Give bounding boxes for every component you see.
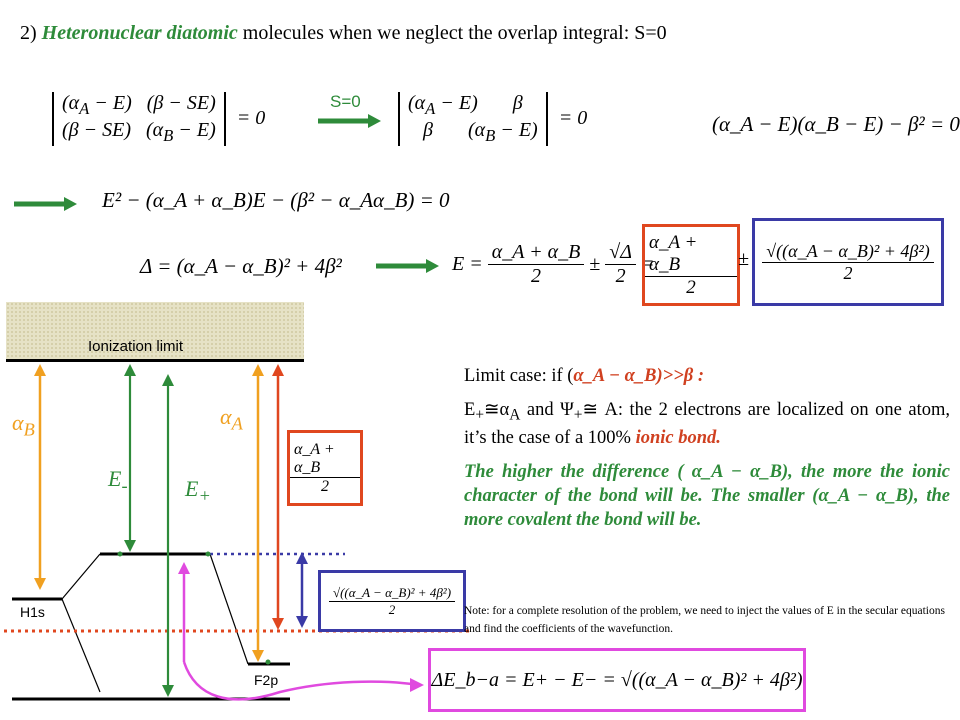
equation-5: Δ = (α_A − α_B)² + 4β² bbox=[140, 254, 342, 278]
explanation-panel: Limit case: if (α_A − α_B)>>β : E+≅αA an… bbox=[464, 364, 950, 532]
ionization-line bbox=[6, 359, 304, 362]
determinant-1: (αA − E) (β − SE) (β − SE) (αB − E) = 0 bbox=[52, 92, 265, 146]
limit-case: Limit case: if (α_A − α_B)>>β : bbox=[464, 366, 705, 386]
energy-level-diagram bbox=[4, 364, 470, 701]
arrow-right-icon bbox=[14, 197, 77, 211]
determinant-2: (αA − E) β β (αB − E) = 0 bbox=[398, 92, 587, 146]
title-rest: molecules when we neglect the overlap in… bbox=[237, 22, 667, 44]
note-text: Note: for a complete resolution of the p… bbox=[464, 605, 945, 636]
ionization-label: Ionization limit bbox=[88, 338, 184, 355]
plus-minus: ± bbox=[738, 248, 749, 270]
alpha-b-label: αB bbox=[12, 410, 35, 440]
arrow-right-icon bbox=[318, 114, 381, 128]
s0-label: S=0 bbox=[330, 92, 361, 111]
alpha-a-label: αA bbox=[220, 404, 243, 434]
equation-3: (α_A − E)(α_B − E) − β² = 0 bbox=[712, 112, 960, 136]
page-title: 2) Heteronuclear diatomic molecules when… bbox=[20, 22, 667, 45]
f2p-label: F2p bbox=[254, 672, 279, 688]
title-emphasis: Heteronuclear diatomic bbox=[41, 22, 238, 44]
localized-text: E+≅αA and Ψ+≅ A: the 2 electrons are loc… bbox=[464, 400, 950, 448]
equation-4: E² − (α_A + α_B)E − (β² − α_Aα_B) = 0 bbox=[102, 188, 450, 212]
title-prefix: 2) bbox=[20, 22, 42, 44]
diagram-blue-box: √((α_A − α_B)² + 4β²)2 bbox=[318, 570, 466, 632]
e-plus-label: E+ bbox=[185, 476, 211, 506]
blue-box-root: √((α_A − α_B)² + 4β²)2 bbox=[752, 218, 944, 306]
e-minus-label: E- bbox=[108, 466, 128, 496]
ionization-band bbox=[6, 302, 304, 360]
h1s-label: H1s bbox=[20, 604, 45, 620]
arrow-right-icon bbox=[376, 259, 439, 273]
difference-text: The higher the difference ( α_A − α_B), … bbox=[464, 461, 950, 530]
delta-e-box: ΔE_b−a = E+ − E− = √((α_A − α_B)² + 4β²) bbox=[428, 648, 806, 712]
